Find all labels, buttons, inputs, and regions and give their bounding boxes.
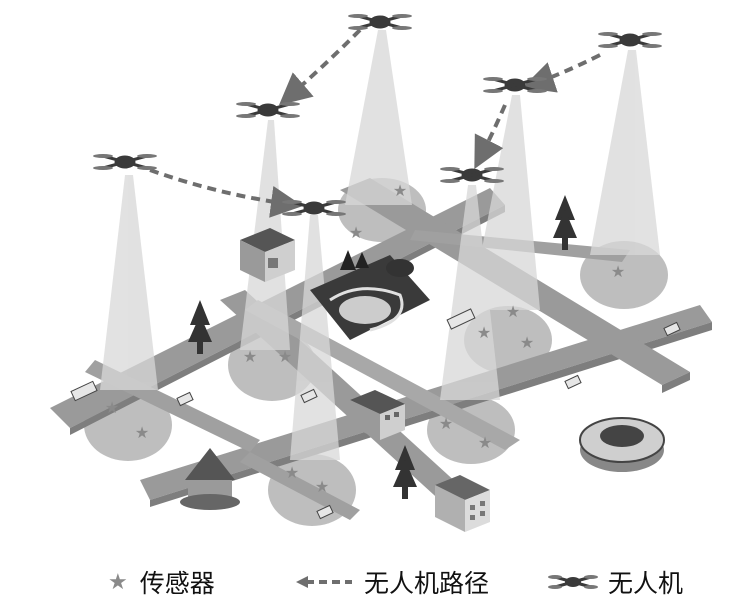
dashed-arrow-icon xyxy=(278,28,362,106)
park-pond xyxy=(339,296,391,324)
star-icon: ★ xyxy=(506,302,520,321)
vehicle-icon xyxy=(316,504,334,520)
barn-building-icon xyxy=(180,448,240,510)
tree-icon xyxy=(553,195,577,250)
uav-paths xyxy=(149,28,601,218)
park-trees xyxy=(340,250,356,270)
uav-beam xyxy=(590,50,660,255)
office-building-icon xyxy=(350,390,405,440)
buildings xyxy=(180,228,665,532)
legend-label-sensor: 传感器 xyxy=(139,569,215,598)
star-icon: ★ xyxy=(278,347,292,366)
legend-label-path: 无人机路径 xyxy=(364,569,490,598)
legend: ★ 传感器 无人机路径 无人机 xyxy=(0,560,749,604)
road xyxy=(662,372,690,393)
star-icon: ★ xyxy=(105,398,119,417)
vehicle-icon xyxy=(446,308,476,330)
dashed-arrow-icon xyxy=(296,576,352,588)
tree-icon xyxy=(393,445,417,499)
dashed-arrow-icon xyxy=(522,53,601,93)
smart-city-uav-diagram: ★ ★ ★ ★ ★ ★ ★ ★ ★ ★ ★ ★ ★ ★ xyxy=(50,14,712,532)
legend-item-path: 无人机路径 xyxy=(296,566,489,598)
star-icon: ★ xyxy=(108,569,128,595)
stadium-icon xyxy=(579,417,665,472)
uav-beam xyxy=(440,185,500,400)
park-path xyxy=(329,287,404,332)
uav-beams xyxy=(100,30,660,460)
dashed-arrow-icon xyxy=(149,168,303,218)
star-icon: ★ xyxy=(285,463,299,482)
star-icon: ★ xyxy=(439,414,453,433)
quadcopter-icon xyxy=(440,167,504,183)
quadcopter-icon xyxy=(348,14,412,30)
star-icon: ★ xyxy=(349,223,363,242)
uav-beam xyxy=(470,95,540,310)
legend-item-uav: 无人机 xyxy=(548,566,683,598)
legend-label-uav: 无人机 xyxy=(608,569,684,598)
park-block xyxy=(310,250,430,340)
star-icon: ★ xyxy=(611,262,625,281)
vehicle-icon xyxy=(176,391,194,407)
tree-icon xyxy=(188,300,212,354)
uav-beam xyxy=(100,175,158,390)
road xyxy=(240,452,360,520)
vehicles xyxy=(70,308,681,520)
vehicle-icon xyxy=(663,321,681,337)
star-icon: ★ xyxy=(478,433,492,452)
dashed-arrow-icon xyxy=(474,104,507,170)
star-icon: ★ xyxy=(520,333,534,352)
vehicle-icon xyxy=(70,380,98,402)
vehicle-icon xyxy=(564,374,582,390)
quadcopter-icon xyxy=(93,154,157,170)
sensors: ★ ★ ★ ★ ★ ★ ★ ★ ★ ★ ★ ★ ★ ★ xyxy=(105,181,625,496)
drones xyxy=(93,14,662,216)
trees xyxy=(188,195,577,499)
quadcopter-icon xyxy=(282,200,346,216)
vehicle-icon xyxy=(300,388,318,404)
park-bush xyxy=(386,259,414,277)
star-icon: ★ xyxy=(315,477,329,496)
quadcopter-icon xyxy=(548,575,598,589)
apartment-building-icon xyxy=(435,475,490,532)
road xyxy=(150,322,712,507)
shop-building-icon xyxy=(240,228,295,282)
quadcopter-icon xyxy=(483,77,547,93)
star-icon: ★ xyxy=(393,181,407,200)
quadcopter-icon xyxy=(236,102,300,118)
legend-item-sensor: ★ 传感器 xyxy=(108,566,215,598)
uav-beam xyxy=(345,30,412,205)
star-icon: ★ xyxy=(135,423,149,442)
park-trees xyxy=(355,252,369,268)
quadcopter-icon xyxy=(598,32,662,48)
star-icon: ★ xyxy=(243,347,257,366)
star-icon: ★ xyxy=(477,323,491,342)
